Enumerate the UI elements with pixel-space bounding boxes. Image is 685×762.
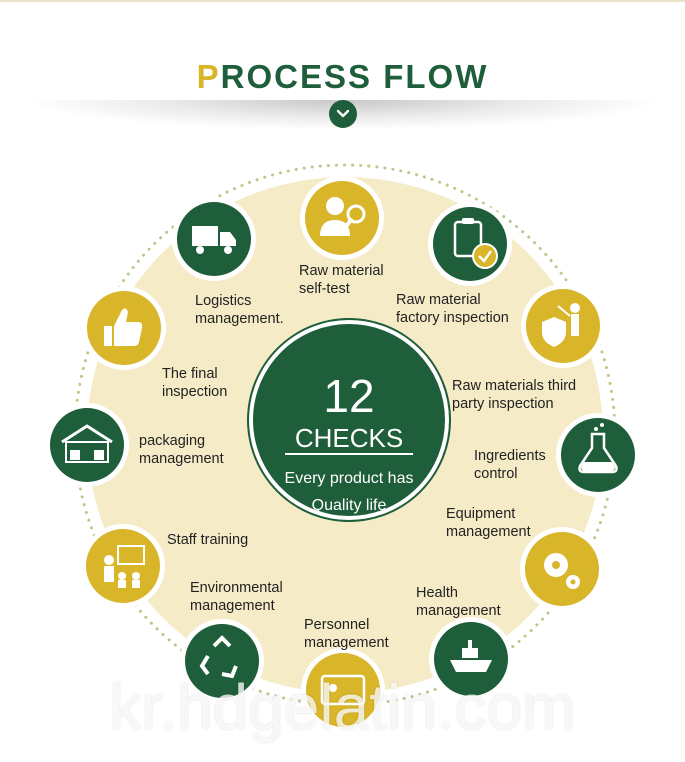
step-node-9[interactable] [81, 524, 165, 608]
step-node-3[interactable] [521, 284, 605, 368]
step-label-11-line1: The final [162, 366, 218, 382]
step-node-11[interactable] [82, 286, 166, 370]
shield-person-icon [542, 303, 580, 347]
tagline-line1: Every product has [284, 470, 414, 487]
thumbs-up-icon [104, 308, 143, 346]
top-border [0, 0, 685, 2]
recycle-icon [199, 635, 238, 679]
step-label-1: Raw material self-test [299, 262, 384, 298]
watermark: kr.hdgelatin.com [109, 671, 576, 743]
clipboard-check-icon [453, 218, 498, 269]
step-label-6-line2: management [416, 603, 501, 619]
ship-icon [450, 640, 492, 672]
step-node-1[interactable] [300, 176, 384, 260]
step-node-8[interactable] [180, 619, 264, 703]
truck-icon [192, 226, 236, 254]
step-label-8-line2: management [190, 598, 275, 614]
step-label-8-line1: Environmental [190, 580, 283, 596]
step-label-3: Raw materials third party inspection [452, 377, 576, 413]
step-label-9-line1: Staff training [167, 532, 249, 548]
step-label-10-line1: packaging [139, 433, 206, 449]
step-label-1-line2: self-test [299, 281, 350, 297]
chevron-down-icon[interactable] [329, 100, 357, 128]
step-label-4: Ingredients control [474, 447, 546, 483]
checks-count: 12 [323, 370, 375, 422]
step-node-2[interactable] [428, 202, 512, 286]
step-label-6-line1: Health [416, 585, 458, 601]
step-node-12[interactable] [172, 197, 256, 281]
center-badge: 12 CHECKS Every product has Quality life [249, 320, 449, 520]
step-label-11-line2: inspection [162, 384, 228, 400]
page-title: PROCESS FLOW [0, 58, 685, 96]
step-node-10[interactable] [45, 403, 129, 487]
step-label-11: The final inspection [162, 365, 227, 401]
step-label-4-line1: Ingredients [474, 448, 546, 464]
step-label-9: Staff training [167, 531, 248, 549]
step-label-12-line1: Logistics [195, 293, 252, 309]
inspector-magnifier-icon [320, 197, 366, 236]
step-label-6: Health management [416, 584, 501, 620]
step-label-12-line2: management. [195, 311, 284, 327]
warehouse-icon [61, 424, 113, 463]
step-label-1-line1: Raw material [299, 263, 384, 279]
step-label-5: Equipment management [446, 505, 531, 541]
step-label-3-line2: party inspection [452, 396, 554, 412]
step-label-10-line2: management [139, 451, 224, 467]
training-board-icon [104, 545, 145, 588]
flask-icon [578, 423, 618, 474]
gears-icon [544, 553, 580, 589]
step-label-5-line2: management [446, 524, 531, 540]
title-rest: ROCESS FLOW [220, 58, 489, 95]
step-label-7-line1: Personnel [304, 617, 370, 633]
step-label-7-line2: management [304, 635, 389, 651]
step-label-10: packaging management [139, 432, 224, 468]
step-label-8: Environmental management [190, 579, 283, 615]
step-node-6[interactable] [429, 617, 513, 701]
step-label-2-line2: factory inspection [396, 310, 509, 326]
step-label-7: Personnel management [304, 616, 389, 652]
step-label-3-line1: Raw materials third [452, 378, 577, 394]
tagline-line2: Quality life [311, 497, 387, 514]
id-card-icon [320, 674, 366, 706]
step-node-5[interactable] [520, 527, 604, 611]
step-label-4-line2: control [474, 466, 518, 482]
center-divider [285, 453, 413, 455]
step-label-2-line1: Raw material [396, 292, 481, 308]
checks-word: CHECKS [294, 423, 404, 453]
step-label-5-line1: Equipment [446, 506, 516, 522]
step-node-7[interactable] [301, 648, 385, 732]
step-label-2: Raw material factory inspection [396, 291, 509, 327]
step-node-4[interactable] [556, 413, 640, 497]
step-label-12: Logistics management. [195, 292, 284, 328]
title-first-letter: P [196, 58, 221, 95]
header: PROCESS FLOW [0, 0, 685, 135]
